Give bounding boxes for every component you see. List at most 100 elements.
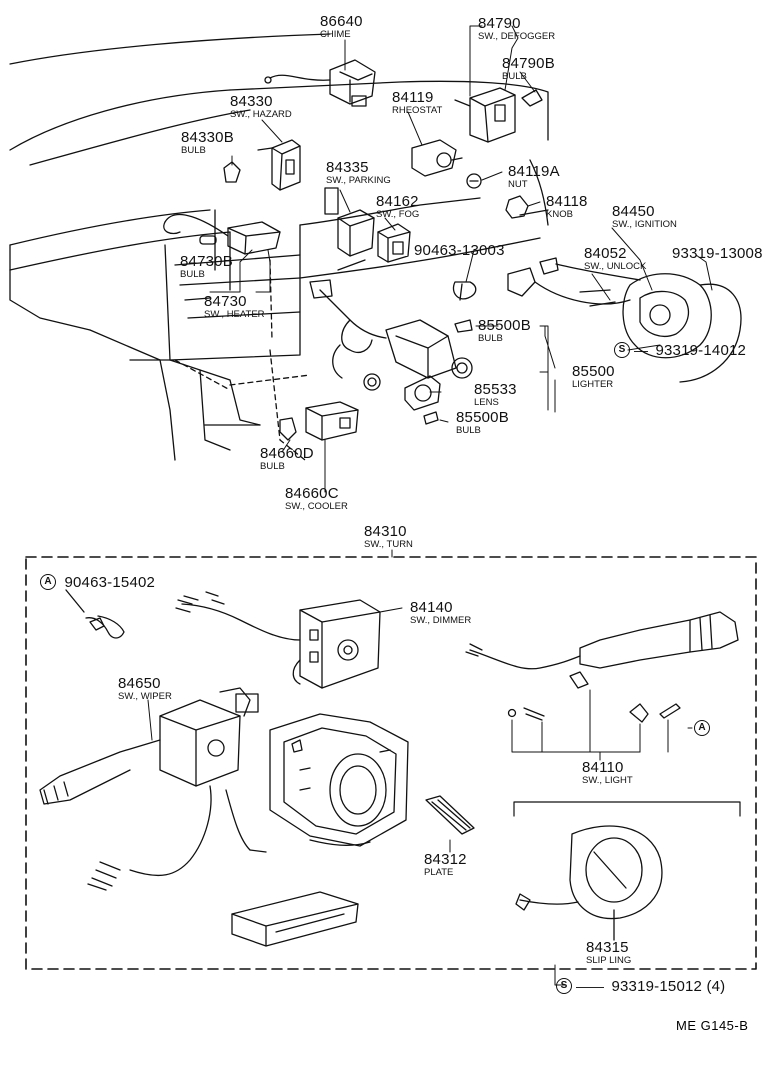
part-number: 84118 xyxy=(546,193,588,210)
callout-84335: 84335 SW., PARKING xyxy=(326,160,391,186)
callout-84052: 84052 SW., UNLOCK xyxy=(584,246,646,272)
a-reference-symbol: A xyxy=(40,574,56,590)
part-description: BULB xyxy=(181,145,206,156)
callout-84118: 84118 KNOB xyxy=(546,194,588,220)
s-reference-symbol: S xyxy=(556,978,572,994)
part-description: SW., UNLOCK xyxy=(584,261,647,272)
callout-90463-13003: 90463-13003 xyxy=(414,243,505,258)
leader-lines-upper xyxy=(209,25,713,493)
part-number: 84162 xyxy=(376,193,419,210)
part-description: LENS xyxy=(474,397,499,408)
heater-switch-part xyxy=(163,213,281,255)
rheostat-part xyxy=(411,139,529,219)
part-description: BULB xyxy=(260,461,285,472)
part-number: 84450 xyxy=(612,203,655,220)
part-number: 85500B xyxy=(456,409,509,426)
part-description: BULB xyxy=(502,71,527,82)
callout-84310: 84310 SW., TURN xyxy=(364,524,413,550)
a-reference-symbol: A xyxy=(694,720,710,736)
part-number: 84110 xyxy=(582,759,624,776)
part-number: 84730 xyxy=(204,293,247,310)
part-description: BULB xyxy=(456,425,481,436)
callout-84140: 84140 SW., DIMMER xyxy=(410,600,471,626)
callout-93319-13008: 93319-13008 xyxy=(672,246,763,261)
callout-84730: 84730 SW., HEATER xyxy=(204,294,265,320)
part-number: 84330 xyxy=(230,93,273,110)
callout-84119a: 84119A NUT xyxy=(508,164,560,190)
part-number: 93319-15012 (4) xyxy=(611,977,726,995)
part-number: 84119 xyxy=(392,89,434,106)
part-number: 84335 xyxy=(326,159,369,176)
part-description: NUT xyxy=(508,179,528,190)
part-description: SW., IGNITION xyxy=(612,219,677,230)
part-number: 84790B xyxy=(502,55,555,72)
part-number: 84330B xyxy=(181,129,234,146)
callout-84330b: 84330B BULB xyxy=(181,130,234,156)
s-reference-symbol: S xyxy=(614,342,630,358)
light-switch-leaders xyxy=(511,689,693,761)
part-number: 90463-13003 xyxy=(414,242,505,259)
callout-86640: 86640 CHIME xyxy=(320,14,363,40)
part-number: 84660D xyxy=(260,445,314,462)
callout-93319-15012: S—— 93319-15012 (4) xyxy=(556,978,725,994)
callout-84650: 84650 SW., WIPER xyxy=(118,676,172,702)
part-description: CHIME xyxy=(320,29,351,40)
dimmer-switch-part xyxy=(175,591,381,689)
part-description: PLATE xyxy=(424,867,454,878)
part-number: 84310 xyxy=(364,523,407,540)
part-description: SW., HEATER xyxy=(204,309,265,320)
turn-switch-body-part xyxy=(269,713,409,847)
part-number: 84730B xyxy=(180,253,233,270)
callout-85500b-top: 85500B BULB xyxy=(478,318,531,344)
part-number: 85500 xyxy=(572,363,615,380)
part-description: SW., DEFOGGER xyxy=(478,31,556,42)
callout-84790: 84790 SW., DEFOGGER xyxy=(478,16,555,42)
part-number: 84660C xyxy=(285,485,339,502)
part-description: BULB xyxy=(478,333,503,344)
connector-block-part xyxy=(231,891,359,947)
a-reference-symbol-right: A xyxy=(694,720,714,736)
part-number: 85533 xyxy=(474,381,517,398)
callout-84315: 84315 SLIP LING xyxy=(586,940,631,966)
part-number: 86640 xyxy=(320,13,363,30)
part-number: 93319-13008 xyxy=(672,245,763,262)
callout-84330: 84330 SW., HAZARD xyxy=(230,94,292,120)
callout-90463-15402: A 90463-15402 xyxy=(40,574,155,590)
plate-part xyxy=(425,795,475,835)
slip-ring-part xyxy=(515,825,663,941)
part-number: 93319-14012 xyxy=(655,341,747,359)
callout-85533: 85533 LENS xyxy=(474,382,517,408)
callout-84312: 84312 PLATE xyxy=(424,852,467,878)
callout-84162: 84162 SW., FOG xyxy=(376,194,419,220)
part-number: 84052 xyxy=(584,245,627,262)
callout-85500b-bottom: 85500B BULB xyxy=(456,410,509,436)
part-description: SW., HAZARD xyxy=(230,109,292,120)
turn-switch-group-frame xyxy=(25,556,757,970)
part-number: 84312 xyxy=(424,851,467,868)
light-switch-part xyxy=(465,611,739,723)
callout-84660d: 84660D BULB xyxy=(260,446,314,472)
callout-84790b: 84790B BULB xyxy=(502,56,555,82)
part-description: SW., PARKING xyxy=(326,175,391,186)
wiper-switch-part xyxy=(39,687,267,891)
part-description: SW., COOLER xyxy=(285,501,348,512)
hazard-switch-part xyxy=(223,139,301,191)
callout-84660c: 84660C SW., COOLER xyxy=(285,486,348,512)
part-description: SW., TURN xyxy=(364,539,413,550)
defogger-switch-part xyxy=(454,87,543,143)
callout-84730b: 84730B BULB xyxy=(180,254,233,280)
part-number: 85500B xyxy=(478,317,531,334)
part-number: 84650 xyxy=(118,675,161,692)
part-description: SLIP LING xyxy=(586,955,632,966)
clip-part xyxy=(65,589,125,639)
part-number: 90463-15402 xyxy=(64,573,156,591)
part-description: BULB xyxy=(180,269,205,280)
part-number: 84140 xyxy=(410,599,453,616)
parking-fog-switch-parts xyxy=(337,209,411,263)
chime-part xyxy=(264,59,376,107)
slip-ring-frame xyxy=(513,801,741,817)
part-description: LIGHTER xyxy=(572,379,614,390)
part-number: 84790 xyxy=(478,15,521,32)
callout-84450: 84450 SW., IGNITION xyxy=(612,204,677,230)
